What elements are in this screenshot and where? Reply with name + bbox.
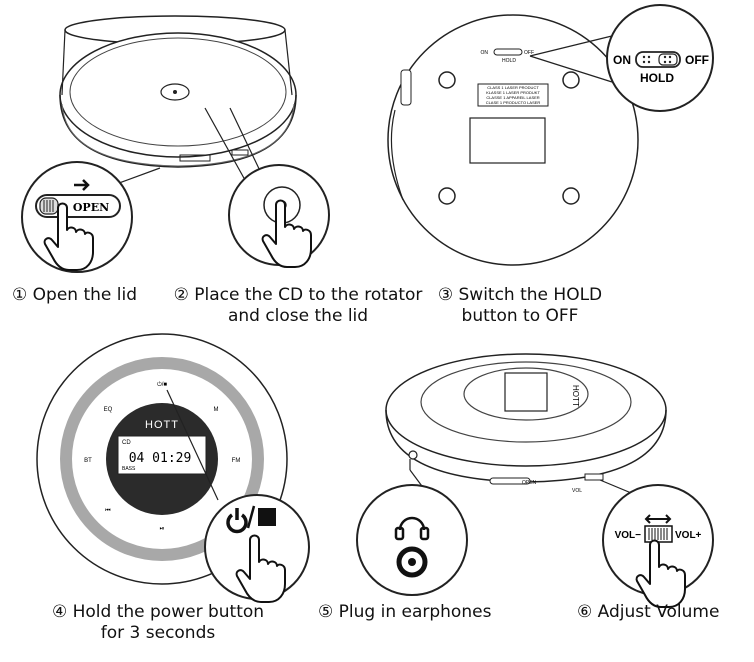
zoom-earphones (356, 484, 468, 596)
zoom-cd-spindle (228, 164, 330, 268)
zoom-hold-switch: ON OFF HOLD (606, 4, 714, 112)
panel-side: HOTT OPEN VOL (385, 353, 667, 506)
svg-text:BT: BT (84, 458, 92, 464)
on-label: ON (613, 53, 631, 67)
svg-text:CLASE 1 PRODUCTO LASER: CLASE 1 PRODUCTO LASER (486, 100, 541, 105)
svg-text:⏮: ⏮ (105, 508, 111, 514)
vol-plus-label: VOL+ (675, 530, 702, 541)
svg-text:HOLD: HOLD (502, 58, 516, 64)
svg-text:OFF: OFF (524, 50, 534, 56)
caption-step-1: ① Open the lid (12, 285, 138, 305)
brand-logo: HOTT (145, 419, 179, 431)
svg-text:BASS: BASS (122, 466, 136, 472)
panel-open-lid (59, 15, 297, 191)
zoom-volume: VOL− VOL+ (602, 484, 714, 608)
svg-text:OPEN: OPEN (522, 480, 537, 486)
headphones-icon (394, 516, 430, 541)
caption-step-5: ⑤ Plug in earphones (318, 602, 492, 622)
open-label: OPEN (73, 201, 109, 214)
svg-text:KLASSE 1 LASER PRODUKT: KLASSE 1 LASER PRODUKT (486, 90, 540, 95)
caption-step-3: ③ Switch the HOLD button to OFF (437, 285, 603, 326)
vol-minus-label: VOL− (615, 530, 642, 541)
zoom-power-button (204, 494, 310, 603)
svg-text:FM: FM (232, 458, 241, 464)
off-label: OFF (685, 53, 709, 67)
cd-spindle (160, 83, 190, 101)
svg-text:⏯: ⏯ (160, 526, 165, 532)
player-body (59, 32, 297, 158)
lcd-time: 04 01:29 (129, 451, 192, 466)
caption-step-4: ④ Hold the power button for 3 seconds (51, 602, 265, 643)
svg-text:CLASS 1 LASER PRODUCT: CLASS 1 LASER PRODUCT (487, 85, 539, 90)
power-icon (226, 508, 248, 534)
svg-text:M: M (214, 407, 219, 413)
zoom-open-switch: OPEN (21, 161, 133, 273)
svg-text:CD: CD (122, 440, 131, 446)
svg-text:CLASSE 1 APPAREIL LASER: CLASSE 1 APPAREIL LASER (486, 95, 539, 100)
svg-text:HOTT: HOTT (571, 385, 580, 407)
svg-text:⏻/■: ⏻/■ (157, 381, 167, 388)
stop-icon (258, 508, 276, 526)
caption-step-6: ⑥ Adjust Volume (577, 602, 720, 622)
panel-hold-back: CLASS 1 LASER PRODUCT KLASSE 1 LASER PRO… (387, 14, 639, 266)
svg-text:VOL: VOL (572, 488, 582, 494)
caption-step-2: ② Place the CD to the rotator and close … (173, 285, 423, 326)
svg-text:EQ: EQ (104, 407, 113, 413)
svg-text:ON: ON (481, 50, 489, 56)
headphone-jack (408, 450, 418, 460)
hold-label: HOLD (640, 71, 674, 85)
